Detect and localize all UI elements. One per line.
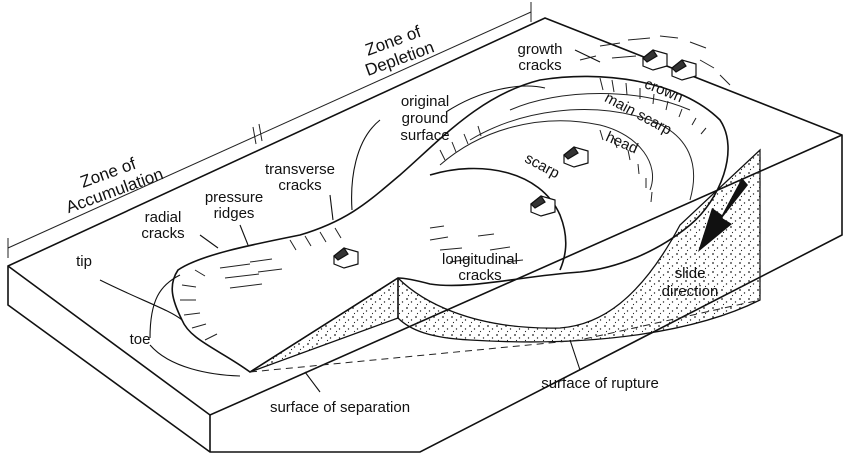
label-scarp: scarp	[522, 150, 562, 182]
label-growth-cracks-1: growth	[517, 41, 562, 58]
label-transverse-cracks-2: cracks	[278, 177, 321, 194]
label-tip: tip	[76, 253, 92, 270]
label-slide-direction-1: slide	[675, 265, 706, 282]
growth-crack-marks	[579, 35, 731, 86]
label-original-ground-3: surface	[400, 127, 449, 144]
house-icon	[563, 146, 589, 168]
label-zone-of-accumulation: Zone of Accumulation	[63, 154, 165, 217]
label-toe: toe	[130, 331, 151, 348]
label-surface-of-separation: surface of separation	[270, 399, 410, 416]
slide-mass	[171, 75, 761, 373]
terrain-block	[7, 17, 843, 453]
house-icon	[671, 59, 697, 81]
label-original-ground-2: ground	[402, 110, 449, 127]
label-crown: crown	[642, 75, 685, 106]
label-transverse-cracks-1: transverse	[265, 161, 335, 178]
label-head: head	[603, 128, 640, 157]
house-icon	[642, 49, 668, 71]
label-growth-cracks-2: cracks	[518, 57, 561, 74]
label-pressure-ridges-2: ridges	[214, 205, 255, 222]
cross-section-deposit	[249, 148, 761, 373]
label-longitudinal-cracks-2: cracks	[458, 267, 501, 284]
label-radial-cracks-1: radial	[145, 209, 182, 226]
label-pressure-ridges-1: pressure	[205, 189, 263, 206]
leader-lines	[99, 49, 601, 393]
label-slide-direction-2: direction	[662, 283, 719, 300]
slide-direction-arrow	[698, 178, 748, 252]
label-zone-of-depletion: Zone of Depletion	[363, 22, 437, 80]
label-longitudinal-cracks-1: longitudinal	[442, 251, 518, 268]
label-original-ground-1: original	[401, 93, 449, 110]
zone-dimension-lines	[7, 2, 532, 258]
house-icon	[530, 195, 556, 217]
label-surface-of-rupture: surface of rupture	[541, 375, 659, 392]
house-icon	[333, 247, 359, 269]
label-radial-cracks-2: cracks	[141, 225, 184, 242]
house-icons	[333, 49, 697, 269]
